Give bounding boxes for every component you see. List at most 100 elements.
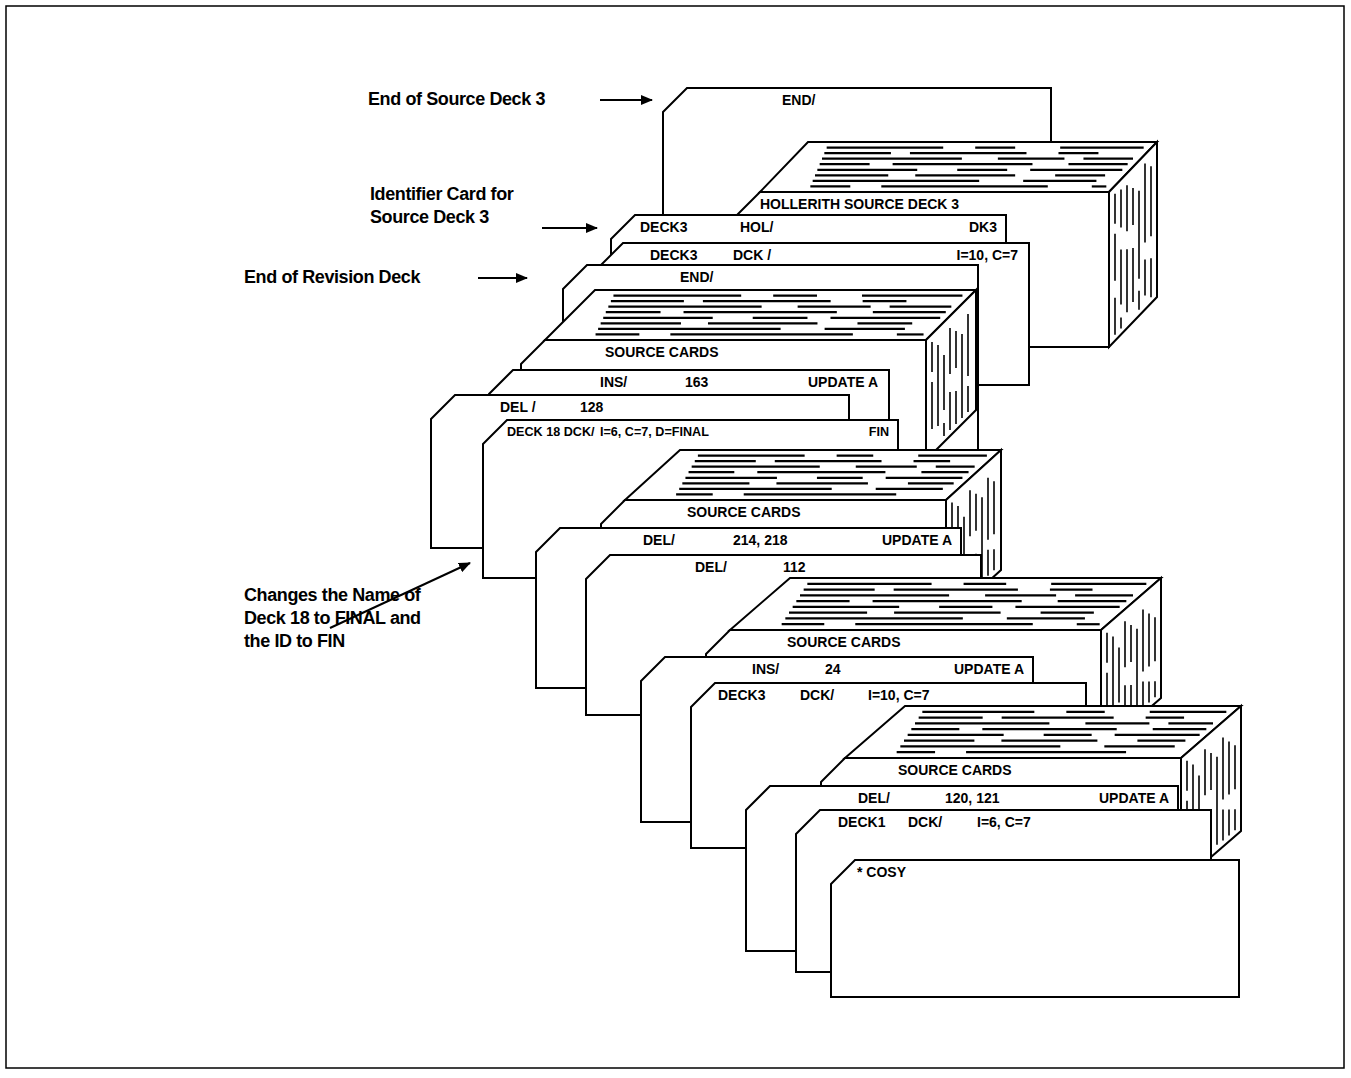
deck-side-face bbox=[1109, 142, 1157, 347]
card-field: I=6, C=7 bbox=[977, 813, 1031, 831]
card-field: 163 bbox=[685, 373, 708, 391]
deck-hatching bbox=[908, 482, 954, 484]
deck-hatching bbox=[855, 623, 1032, 625]
deck-hatching bbox=[679, 488, 832, 490]
deck-hatching bbox=[1023, 180, 1096, 182]
deck-hatching bbox=[708, 322, 818, 324]
deck-edge-lines bbox=[1132, 188, 1134, 225]
deck-edge-lines bbox=[1114, 298, 1116, 335]
deck-edge-lines bbox=[1126, 185, 1128, 231]
deck-hatching bbox=[857, 322, 912, 324]
deck-hatching bbox=[807, 583, 931, 585]
deck-hatching bbox=[817, 169, 917, 171]
card-field: INS/ bbox=[752, 660, 779, 678]
deck-hatching bbox=[685, 477, 777, 479]
callout-label: Changes the Name of Deck 18 to FINAL and… bbox=[244, 584, 422, 653]
deck-edge-lines bbox=[1234, 809, 1236, 830]
deck-hatching bbox=[873, 600, 1022, 602]
card-field: 112 bbox=[783, 558, 806, 576]
leader-arrow bbox=[542, 227, 597, 229]
deck-hatching bbox=[782, 623, 825, 625]
deck-edge-lines bbox=[949, 392, 951, 430]
callout-label: Identifier Card for Source Deck 3 bbox=[370, 183, 560, 229]
deck-hatching bbox=[966, 751, 1126, 753]
deck-hatching bbox=[598, 328, 781, 330]
card-field: 120, 121 bbox=[945, 789, 1000, 807]
card-art bbox=[831, 860, 1239, 997]
deck-hatching bbox=[822, 158, 962, 160]
card-field: INS/ bbox=[600, 373, 627, 391]
deck-hatching bbox=[695, 460, 756, 462]
deck-hatching bbox=[793, 606, 900, 608]
deck-hatching bbox=[817, 477, 863, 479]
deck-hatching bbox=[1168, 722, 1213, 724]
deck-hatching bbox=[1066, 711, 1104, 713]
deck-edge-lines bbox=[1120, 318, 1122, 329]
deck-hatching bbox=[894, 612, 1001, 614]
deck-edge-lines bbox=[1154, 617, 1156, 661]
card-field: DCK / bbox=[733, 246, 771, 264]
card-field: DECK3 bbox=[650, 246, 697, 264]
deck-hatching bbox=[893, 163, 1033, 165]
deck-edge-lines bbox=[1114, 194, 1116, 224]
card-field: DEL/ bbox=[643, 531, 675, 549]
card-field: DECK3 bbox=[640, 218, 687, 236]
callout-label: End of Source Deck 3 bbox=[368, 88, 545, 111]
deck-hatching bbox=[1092, 185, 1107, 187]
deck-hatching bbox=[820, 163, 870, 165]
deck-hatching bbox=[1058, 600, 1127, 602]
deck-hatching bbox=[613, 294, 741, 296]
card-field: DEL/ bbox=[695, 558, 727, 576]
deck-hatching bbox=[900, 745, 1060, 747]
deck-hatching bbox=[904, 740, 974, 742]
deck-hatching bbox=[985, 594, 1056, 596]
deck-edge-lines bbox=[993, 481, 995, 534]
deck-hatching bbox=[796, 600, 849, 602]
deck-hatching bbox=[611, 300, 684, 302]
deck-hatching bbox=[964, 583, 1007, 585]
deck-edge-lines bbox=[993, 549, 995, 570]
deck-hatching bbox=[897, 333, 924, 335]
deck-hatching bbox=[936, 466, 975, 468]
deck-edge-lines bbox=[931, 382, 933, 429]
deck-hatching bbox=[1115, 734, 1200, 736]
deck-hatching bbox=[862, 294, 962, 296]
deck-edge-lines bbox=[1150, 258, 1152, 297]
deck-edge-lines bbox=[1186, 761, 1188, 791]
deck-hatching bbox=[825, 328, 905, 330]
deck-edge-lines bbox=[1228, 741, 1230, 794]
deck-hatching bbox=[1150, 711, 1227, 713]
deck-edge-lines bbox=[943, 355, 945, 410]
deck-hatching bbox=[957, 169, 1007, 171]
deck-hatching bbox=[682, 482, 749, 484]
deck-hatching bbox=[1041, 612, 1094, 614]
deck-edge-lines bbox=[1142, 682, 1144, 708]
deck-hatching bbox=[1058, 152, 1098, 154]
deck-hatching bbox=[689, 471, 735, 473]
deck-edge-lines bbox=[1154, 681, 1156, 697]
deck-edge-lines bbox=[1148, 613, 1150, 666]
deck-edge-lines bbox=[1144, 164, 1146, 243]
punched-card: * COSY bbox=[830, 860, 1238, 997]
deck-edge-lines bbox=[943, 423, 945, 436]
deck-hatching bbox=[1015, 606, 1119, 608]
deck-hatching bbox=[1051, 583, 1146, 585]
card-field: 128 bbox=[580, 398, 603, 416]
deck-hatching bbox=[830, 317, 940, 319]
leader-arrow bbox=[478, 277, 527, 279]
card-field: I=10, C=7 bbox=[868, 686, 930, 704]
deck-hatching bbox=[1137, 740, 1185, 742]
deck-hatching bbox=[596, 333, 640, 335]
deck-hatching bbox=[873, 311, 946, 313]
deck-top-face bbox=[625, 450, 1001, 500]
deck-edge-lines bbox=[1130, 625, 1132, 662]
deck-hatching bbox=[982, 728, 1116, 730]
card-field: DECK3 bbox=[718, 686, 765, 704]
deck-hatching bbox=[1007, 617, 1085, 619]
deck-hatching bbox=[910, 152, 1027, 154]
deck-edge-lines bbox=[1216, 757, 1218, 845]
deck-hatching bbox=[1068, 163, 1127, 165]
deck-edge-lines bbox=[1222, 810, 1224, 841]
frame bbox=[6, 6, 1344, 1068]
card-field: SOURCE CARDS bbox=[787, 633, 901, 651]
